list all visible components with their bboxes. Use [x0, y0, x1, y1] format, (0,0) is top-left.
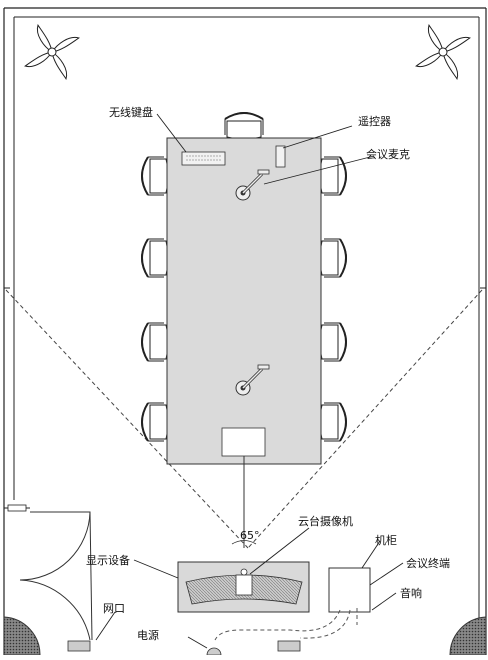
ceiling-fan-icon: [415, 24, 471, 80]
door-icon: [4, 504, 93, 641]
label-conference-mic: 会议麦克: [366, 148, 410, 161]
remote-icon: [275, 145, 286, 168]
camera-angle-arc: [231, 540, 257, 545]
microphone-icon: [235, 169, 270, 201]
table-connection-box: [221, 427, 266, 457]
camera-angle-label: 65°: [240, 529, 260, 542]
chair-icon: [319, 322, 347, 362]
chair-icon: [319, 402, 347, 442]
chair-icon: [141, 322, 169, 362]
chair-icon: [319, 238, 347, 278]
outlet-icon: [277, 640, 301, 652]
label-display-device: 显示设备: [86, 553, 130, 567]
power-outlet: [206, 647, 222, 656]
chair-icon: [141, 402, 169, 442]
speaker-icon: [449, 616, 487, 656]
camera-coverage-lines: [5, 289, 483, 549]
label-remote-control: 遥控器: [358, 114, 391, 128]
label-power: 电源: [137, 628, 159, 642]
microphone-icon: [235, 364, 270, 396]
chair-icon: [141, 156, 169, 196]
chair-icon: [319, 156, 347, 196]
label-ptz-camera: 云台摄像机: [298, 514, 353, 528]
chair-icon: [141, 238, 169, 278]
label-conference-terminal: 会议终端: [406, 556, 450, 570]
chair-icon: [224, 112, 264, 140]
conference-terminal-cabinet: [328, 567, 371, 613]
label-speaker: 音响: [400, 586, 422, 600]
camera-icon: [235, 574, 253, 596]
label-wireless-keyboard: 无线键盘: [109, 105, 153, 119]
ceiling-fan-icon: [24, 24, 80, 80]
room-walls: [3, 7, 487, 655]
leader-lines: [95, 113, 404, 649]
chairs: [141, 112, 347, 442]
network-port-outlet: [67, 640, 91, 652]
label-cabinet: 机柜: [375, 533, 397, 547]
keyboard-icon: [181, 151, 226, 166]
speaker-icon: [3, 616, 41, 656]
cable-dashes: [214, 608, 358, 641]
label-network-port: 网口: [103, 602, 125, 615]
